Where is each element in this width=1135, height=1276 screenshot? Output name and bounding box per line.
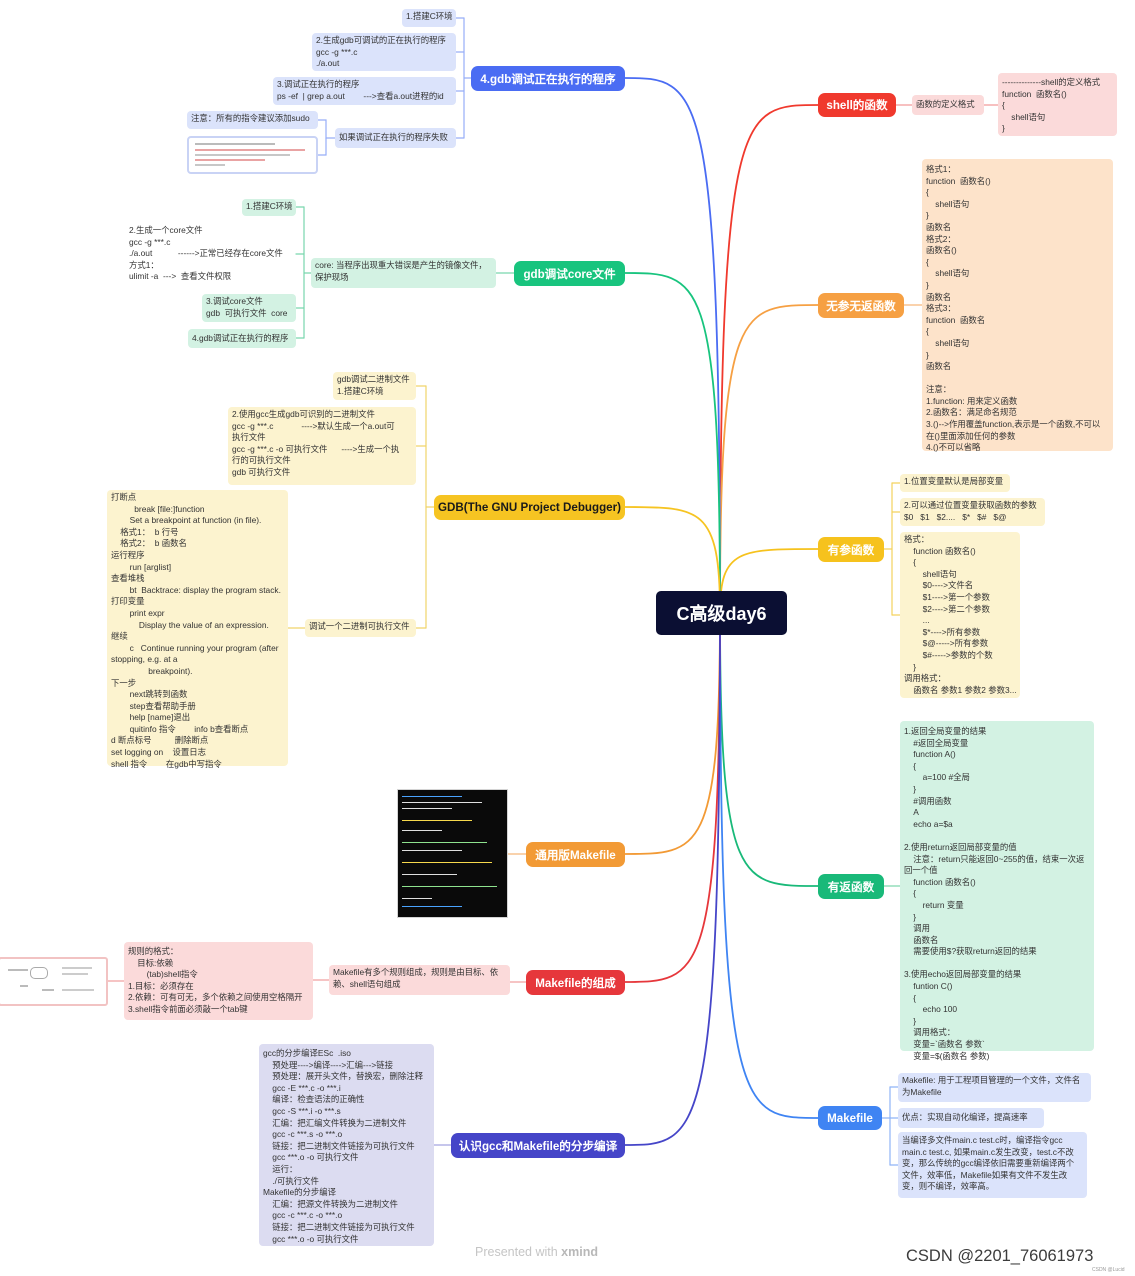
core-step-3[interactable]: 3.调试core文件 gdb 可执行文件 core xyxy=(202,294,296,322)
branch-connector xyxy=(719,611,819,887)
branch-makefile[interactable]: Makefile xyxy=(818,1106,882,1130)
param-format[interactable]: 格式： function 函数名() { shell语句 $0---->文件名 … xyxy=(900,532,1020,698)
running-step-1[interactable]: 1.搭建C环境 xyxy=(402,9,456,27)
branch-makefile-composition[interactable]: Makefile的组成 xyxy=(526,970,625,995)
running-fail-note[interactable]: 如果调试正在执行的程序失败 xyxy=(335,128,456,148)
branch-no-param-function[interactable]: 无参无返函数 xyxy=(818,293,904,318)
branch-connector xyxy=(719,104,819,613)
branch-connector xyxy=(624,611,721,1146)
makefile-code-thumbnail xyxy=(397,789,508,918)
branch-connector xyxy=(624,272,721,613)
rule-diagram-thumbnail xyxy=(0,957,108,1006)
core-step-4[interactable]: 4.gdb调试正在执行的程序 xyxy=(188,329,296,348)
no-param-function-notes[interactable]: 格式1： function 函数名() { shell语句 } 函数名 格式2：… xyxy=(922,159,1113,452)
branch-running-program[interactable]: 4.gdb调试正在执行的程序 xyxy=(471,66,625,91)
param-note-position[interactable]: 2.可以通过位置变量获取函数的参数 $0 $1 $2.... $* $# $@ xyxy=(900,498,1045,526)
shell-function-definition-label[interactable]: 函数的定义格式 xyxy=(912,95,984,115)
branch-core-file[interactable]: gdb调试core文件 xyxy=(514,261,625,286)
running-sudo-note[interactable]: 注意：所有的指令建议添加sudo xyxy=(187,111,318,129)
makefile-definition[interactable]: Makefile: 用于工程项目管理的一个文件，文件名 为Makefile xyxy=(898,1073,1091,1102)
branch-connector xyxy=(719,304,819,613)
branch-connector xyxy=(624,77,721,613)
branch-connector xyxy=(624,611,721,855)
running-step-3[interactable]: 3.调试正在执行的程序 ps -ef | grep a.out --->查看a.… xyxy=(273,77,456,105)
gdb-binary-intro[interactable]: gdb调试二进制文件 1.搭建C环境 xyxy=(333,372,416,400)
param-note-local[interactable]: 1.位置变量默认是局部变量 xyxy=(900,474,1010,492)
connector xyxy=(317,119,336,139)
branch-gdb[interactable]: GDB(The GNU Project Debugger) xyxy=(434,495,625,520)
csdn-watermark: CSDN @2201_76061973 xyxy=(906,1247,1094,1265)
gdb-compile-steps[interactable]: 2.使用gcc生成gdb可识别的二进制文件 gcc -g ***.c ---->… xyxy=(228,407,416,485)
core-definition[interactable]: core: 当程序出现重大错误是产生的镜像文件， 保护现场 xyxy=(311,258,496,288)
branch-param-function[interactable]: 有参函数 xyxy=(818,537,884,562)
branch-connector xyxy=(624,506,721,613)
branch-connector xyxy=(719,611,819,1119)
makefile-advantage[interactable]: 优点：实现自动化编译，提高速率 xyxy=(898,1108,1044,1128)
branch-gcc-makefile-steps[interactable]: 认识gcc和Makefile的分步编译 xyxy=(451,1133,625,1158)
makefile-rule-summary[interactable]: Makefile有多个规则组成，规则是由目标、依 赖、shell语句组成 xyxy=(329,965,510,995)
terminal-screenshot-thumbnail xyxy=(187,136,318,174)
branch-generic-makefile[interactable]: 通用版Makefile xyxy=(526,842,625,867)
presented-with-footer: Presented with xmind xyxy=(475,1245,598,1259)
return-function-notes[interactable]: 1.返回全局变量的结果 #返回全局变量 function A() { a=100… xyxy=(900,721,1094,1061)
gcc-makefile-step-notes[interactable]: gcc的分步编译ESc .iso 预处理---->编译---->汇编--->链接… xyxy=(259,1044,434,1246)
makefile-rule-format[interactable]: 规则的格式： 目标:依赖 (tab)shell指令 1.目标：必须存在 2.依赖… xyxy=(124,942,313,1020)
gdb-debug-executable[interactable]: 调试一个二进制可执行文件 xyxy=(305,619,416,637)
central-topic[interactable]: C高级day6 xyxy=(656,591,787,635)
branch-connector xyxy=(624,611,721,983)
branch-shell-function[interactable]: shell的函数 xyxy=(818,93,896,117)
presented-with-text: Presented with xyxy=(475,1245,558,1259)
gdb-command-list[interactable]: 打断点 break [file:]function Set a breakpoi… xyxy=(107,490,288,769)
running-step-2[interactable]: 2.生成gdb可调试的正在执行的程序 gcc -g ***.c ./a.out xyxy=(312,33,456,71)
csdn-small-watermark: CSDN @Lucid xyxy=(1092,1267,1125,1273)
core-step-1[interactable]: 1.搭建C环境 xyxy=(242,199,296,216)
connector xyxy=(317,137,327,156)
makefile-efficiency[interactable]: 当编译多文件main.c test.c时，编译指令gcc main.c test… xyxy=(898,1132,1087,1198)
shell-definition-format[interactable]: --------------shell的定义格式 function 函数名() … xyxy=(998,73,1117,136)
branch-return-function[interactable]: 有返函数 xyxy=(818,874,884,899)
xmind-logo: xmind xyxy=(561,1245,598,1259)
core-step-2[interactable]: 2.生成一个core文件 gcc -g ***.c ./a.out ------… xyxy=(129,225,283,282)
